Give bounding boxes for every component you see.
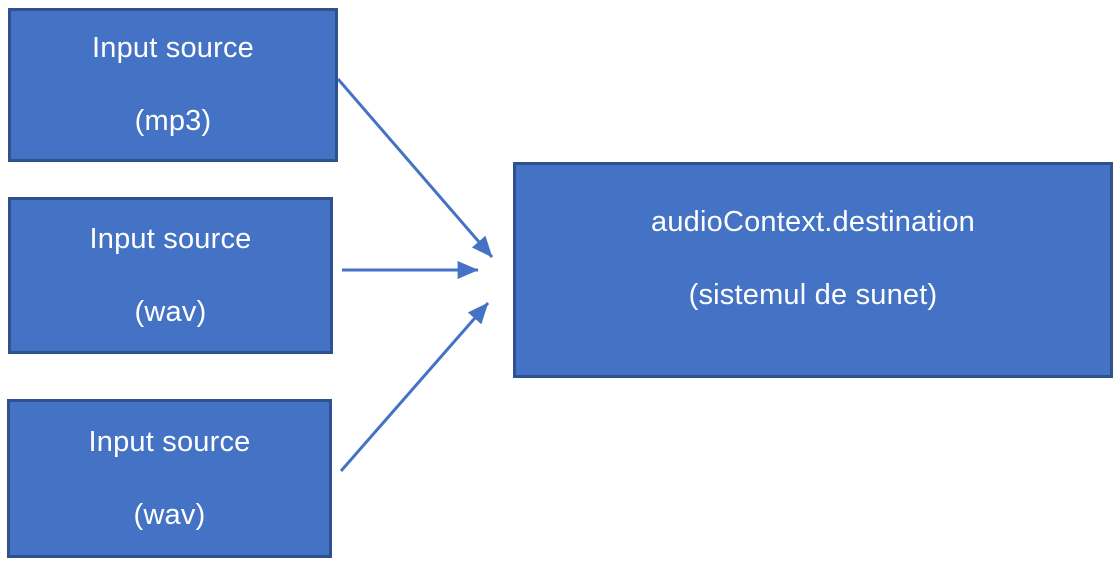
node-label-line2: (sistemul de sunet) [688, 279, 938, 311]
node-label-line1: Input source [89, 222, 252, 255]
arrow-mp3-to-destination-icon [336, 78, 494, 258]
node-audiocontext-destination: audioContext.destination (sistemul de su… [513, 162, 1113, 378]
node-input-source-mp3: Input source (mp3) [8, 8, 338, 162]
node-input-source-wav-1: Input source (wav) [8, 197, 333, 354]
arrow-wav2-to-destination-icon [339, 302, 490, 472]
node-input-source-wav-2: Input source (wav) [7, 399, 332, 558]
node-label-line2: (wav) [134, 295, 207, 328]
node-label-line1: Input source [88, 425, 251, 458]
node-label-line1: Input source [92, 32, 254, 64]
node-label-line2: (mp3) [134, 105, 212, 137]
node-label-line1: audioContext.destination [650, 206, 976, 238]
node-label-line2: (wav) [133, 498, 206, 531]
